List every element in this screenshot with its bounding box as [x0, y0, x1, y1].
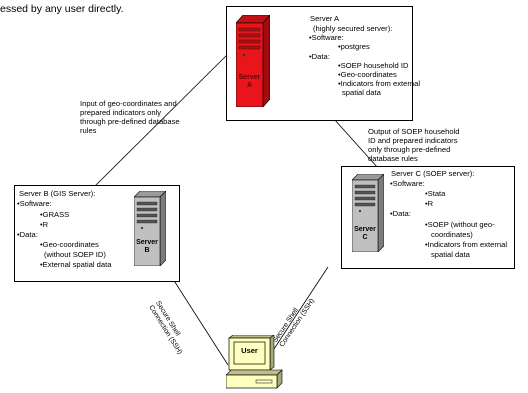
server-a-data-label: •Data:: [309, 52, 330, 61]
server-a-data-item: •SOEP household ID: [338, 61, 409, 70]
server-a-data-item: •Geo-coordinates: [338, 70, 397, 79]
server-a-tower-letter: A: [246, 82, 253, 89]
server-c-data-label: •Data:: [390, 209, 411, 218]
connector-c-to-user: [269, 266, 329, 356]
server-b-data-item: •Geo-coordinates: [40, 240, 99, 249]
input-annotation-line: Input of geo-coordinates and: [80, 99, 177, 108]
server-a-data-item: •Indicators from external: [338, 79, 421, 88]
header-text: essed by any user directly.: [0, 3, 124, 15]
server-b-tower-icon: [134, 191, 166, 266]
server-b-tower-letter: B: [144, 247, 150, 254]
server-a-subtitle: (highly secured server):: [313, 24, 393, 33]
server-a-software-label: •Software:: [309, 33, 344, 42]
input-annotation-line: prepared indicators only: [80, 108, 162, 117]
server-a-tower-name: Server: [238, 74, 261, 81]
output-annotation-line: ID and prepared indicators: [368, 136, 458, 145]
server-c-data-item: coordinates): [431, 230, 473, 239]
output-annotation-line: only through pre-defined: [368, 145, 451, 154]
server-b-software-label: •Software:: [17, 199, 52, 208]
server-c-tower-letter: C: [362, 234, 368, 241]
input-annotation-line: rules: [80, 126, 97, 135]
output-annotation-line: database rules: [368, 154, 418, 163]
server-c-tower-name: Server: [354, 226, 376, 233]
server-c-data-item: •SOEP (without geo-: [425, 220, 495, 229]
output-annotation-line: Output of SOEP household: [368, 127, 460, 136]
user-monitor-screen: [233, 341, 266, 365]
server-c-data-item: spatial data: [431, 250, 470, 259]
user-computer-icon: [226, 335, 283, 389]
server-b-data-item: •External spatial data: [40, 260, 112, 269]
server-b-tower-body: [134, 196, 161, 266]
user-base-body: [226, 374, 278, 389]
server-b-software-item: •GRASS: [40, 210, 70, 219]
server-c-software-item: •Stata: [425, 189, 446, 198]
server-a-software-item: •postgres: [338, 42, 370, 51]
connector-b-to-a: [94, 45, 237, 187]
server-c-software-item: •R: [425, 199, 434, 208]
server-c-data-item: •Indicators from external: [425, 240, 508, 249]
server-b-tower-name: Server: [136, 239, 158, 246]
server-a-tower-icon: [236, 15, 270, 107]
server-c-title: Server C (SOEP server):: [391, 169, 475, 178]
server-b-title: Server B (GIS Server):: [19, 189, 96, 198]
user-label: User: [241, 346, 258, 355]
server-a-data-item: spatial data: [342, 88, 381, 97]
server-a-title: Server A: [310, 14, 340, 23]
server-b-data-item: (without SOEP ID): [44, 250, 106, 259]
input-annotation-line: through pre-defined database: [80, 117, 180, 126]
server-c-software-label: •Software:: [390, 179, 425, 188]
server-b-data-label: •Data:: [17, 230, 38, 239]
server-c-tower-icon: [352, 174, 384, 252]
server-b-software-item: •R: [40, 220, 49, 229]
